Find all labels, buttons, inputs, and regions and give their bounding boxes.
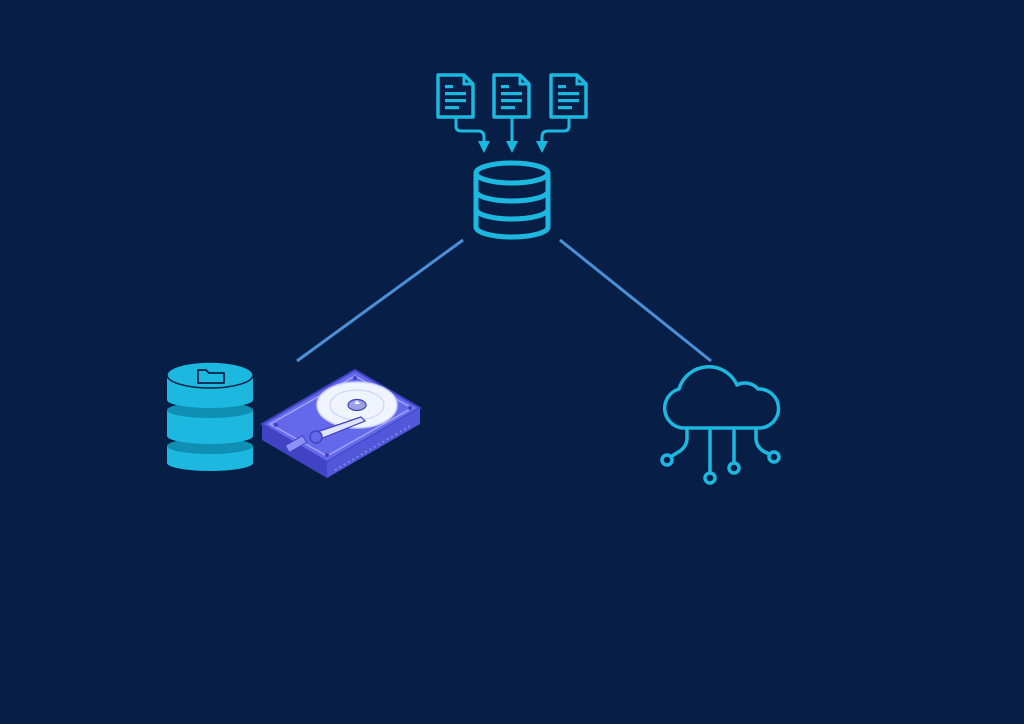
folder-database-icon — [166, 361, 254, 471]
folder-icon — [197, 369, 225, 384]
arrow-left — [454, 117, 490, 153]
cloud-network-icon — [660, 364, 781, 485]
database-icon — [473, 160, 551, 240]
connector-db-to-local — [296, 238, 464, 363]
connector-db-to-cloud — [559, 238, 712, 363]
arrow-right — [536, 117, 571, 153]
cloud-icon — [662, 364, 781, 430]
hard-drive-icon — [260, 368, 422, 478]
document-arrows — [454, 117, 571, 153]
